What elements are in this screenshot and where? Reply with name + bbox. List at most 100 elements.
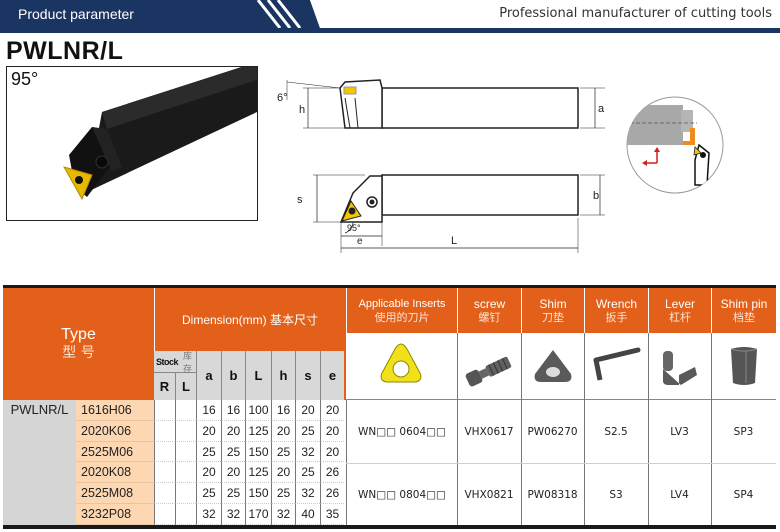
row-h-cell: 20: [271, 421, 295, 442]
type-header: Type 型 号: [3, 288, 154, 400]
product-photo: 95°: [6, 66, 258, 221]
dimension-header: Dimension(mm) 基本尺寸: [154, 288, 345, 351]
side-angle-label: 6°: [277, 92, 288, 104]
s-label: s: [297, 194, 303, 206]
group2-insert: WN□□ 0804□□: [346, 464, 457, 525]
row-e-cell: 26: [320, 483, 344, 504]
side-view: [286, 79, 605, 129]
accessory-header-lever: Lever 杠杆: [648, 288, 711, 333]
type-header-cn: 型 号: [62, 345, 95, 361]
row-stock_l-cell: [175, 483, 196, 504]
type-header-en: Type: [61, 326, 96, 343]
row-s-cell: 32: [295, 442, 320, 462]
dimension-header-label: Dimension(mm) 基本尺寸: [181, 313, 318, 327]
dim-col-b: b: [221, 351, 245, 400]
top-view: [313, 174, 605, 253]
stock-header: Stock 库存: [154, 351, 196, 375]
product-model-title: PWLNR/L: [6, 37, 124, 65]
section-title: Product parameter: [18, 6, 134, 22]
row-stock_r-cell: [154, 421, 175, 442]
group1-shim-pin: SP3: [733, 425, 754, 438]
approach-angle-label: 95°: [11, 69, 39, 89]
row-stock_r-cell: [154, 400, 175, 421]
row-h-cell: 32: [271, 504, 295, 525]
stock-header-en: Stock: [156, 356, 179, 367]
dim-col-e: e: [320, 351, 344, 400]
screw-icon: [465, 356, 512, 387]
row-a-cell: 16: [196, 400, 221, 421]
shim-icon: [534, 350, 572, 382]
row-s-cell: 25: [295, 462, 320, 483]
banner-stripes-decoration: [250, 0, 320, 28]
group1-shim: PW06270: [527, 425, 578, 438]
row-stock_l-cell: [175, 400, 196, 421]
row-e-cell: 20: [320, 421, 344, 442]
row-code: 2525M08: [76, 483, 154, 504]
row-h-cell: 20: [271, 462, 295, 483]
row-stock_r-cell: [154, 462, 175, 483]
row-s-cell: 40: [295, 504, 320, 525]
table-bottom-border: [3, 525, 776, 529]
row-L-cell: 125: [245, 462, 271, 483]
row-a-cell: 20: [196, 462, 221, 483]
row-L-cell: 150: [245, 442, 271, 462]
dim-col-s: s: [295, 351, 320, 400]
dimension-drawing: 6° h a s b 95° e L: [277, 79, 605, 253]
row-stock_r-cell: [154, 483, 175, 504]
b-label: b: [593, 190, 599, 202]
row-e-cell: 26: [320, 462, 344, 483]
h-label: h: [299, 104, 305, 116]
row-code: 2020K06: [76, 421, 154, 442]
row-h-cell: 16: [271, 400, 295, 421]
dim-col-h: h: [271, 351, 295, 400]
stock-right-header: R: [154, 373, 175, 400]
accessory-header-screw: screw 螺钉: [457, 288, 521, 333]
group2-lever: LV4: [670, 488, 689, 501]
L-label: L: [451, 235, 457, 247]
row-L-cell: 150: [245, 483, 271, 504]
row-L-cell: 100: [245, 400, 271, 421]
row-b-cell: 25: [221, 483, 245, 504]
row-s-cell: 32: [295, 483, 320, 504]
row-b-cell: 20: [221, 421, 245, 442]
row-b-cell: 32: [221, 504, 245, 525]
row-h-cell: 25: [271, 483, 295, 504]
row-stock_r-cell: [154, 442, 175, 462]
group2-shim-pin: SP4: [733, 488, 754, 501]
row-a-cell: 32: [196, 504, 221, 525]
accessory-header-wrench: Wrench 扳手: [584, 288, 648, 333]
group2-shim: PW08318: [527, 488, 578, 501]
group1-insert: WN□□ 0604□□: [346, 400, 457, 463]
row-e-cell: 35: [320, 504, 344, 525]
accessory-header-shim: Shim 刀垫: [521, 288, 584, 333]
e-label: e: [357, 236, 363, 247]
stock-header-cn: 库存: [183, 351, 193, 375]
accessory-header-shim-pin: Shim pin 档垫: [711, 288, 776, 333]
group1-screw: VHX0617: [464, 425, 514, 438]
header-banner: Product parameter Professional manufactu…: [0, 0, 780, 33]
shim-pin-icon: [730, 347, 758, 385]
row-L-cell: 125: [245, 421, 271, 442]
insert-icon: [380, 343, 422, 383]
row-L-cell: 170: [245, 504, 271, 525]
accessory-header-inserts: Applicable Inserts 使用的刀片: [346, 288, 457, 333]
row-s-cell: 20: [295, 400, 320, 421]
group1-lever: LV3: [670, 425, 689, 438]
row-code: 1616H06: [76, 400, 154, 421]
group2-wrench: S3: [609, 488, 623, 501]
row-stock_l-cell: [175, 504, 196, 525]
a-label: a: [598, 103, 605, 115]
group1-wrench: S2.5: [604, 425, 628, 438]
series-label: PWLNR/L: [3, 400, 76, 525]
wrench-icon: [593, 347, 641, 381]
row-b-cell: 25: [221, 442, 245, 462]
toolholder-image: [62, 67, 257, 201]
row-stock_l-cell: [175, 442, 196, 462]
row-code: 2525M06: [76, 442, 154, 462]
row-code: 3232P08: [76, 504, 154, 525]
row-a-cell: 25: [196, 483, 221, 504]
dim-col-a: a: [196, 351, 221, 400]
row-e-cell: 20: [320, 442, 344, 462]
dim-col-L: L: [245, 351, 271, 400]
row-code: 2020K08: [76, 462, 154, 483]
